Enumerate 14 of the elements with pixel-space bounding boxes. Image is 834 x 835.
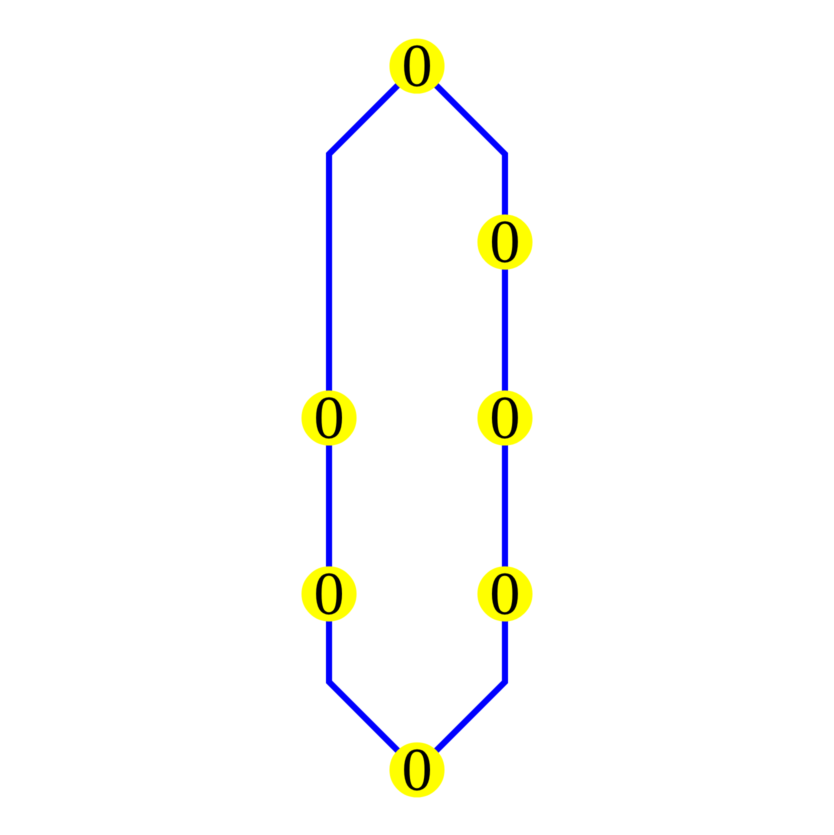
node-circle: 0 [477,566,532,621]
node-circle: 0 [302,390,357,446]
node-circle: 0 [302,566,357,621]
node-circle: 0 [477,214,532,270]
connector [502,268,508,391]
connector [434,82,508,215]
connector [434,620,508,753]
connector [326,82,400,391]
connector [326,620,400,753]
connector [326,444,332,567]
connector [502,444,508,567]
node-circle: 0 [477,390,532,446]
node-circle: 0 [389,38,445,94]
node-circle: 0 [389,742,445,797]
